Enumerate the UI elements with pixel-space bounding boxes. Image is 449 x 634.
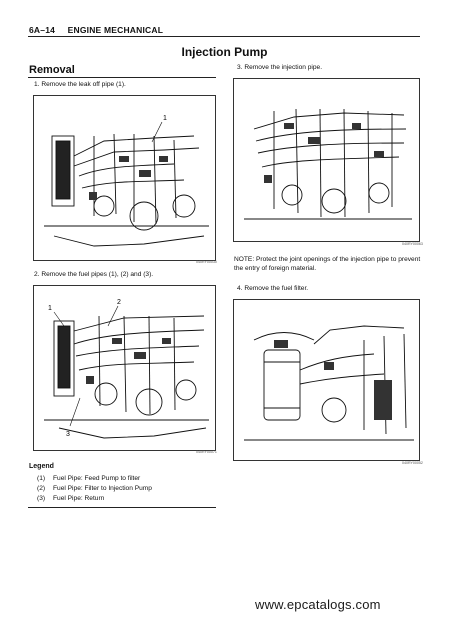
page-header: 6A–14 ENGINE MECHANICAL	[29, 25, 163, 35]
engine-illustration: 1	[44, 115, 209, 247]
legend-item: (1)Fuel Pipe: Feed Pump to filter	[37, 475, 141, 482]
step-2-text: 2. Remove the fuel pipes (1), (2) and (3…	[34, 271, 154, 278]
section-number: 6A–14	[29, 25, 56, 35]
legend-divider	[28, 507, 216, 508]
figure-injection-pipe	[233, 78, 420, 242]
figure-callout-2: 2	[117, 299, 121, 306]
figure-callout-1: 1	[48, 305, 52, 312]
legend-item: (3)Fuel Pipe: Return	[37, 495, 105, 502]
engine-illustration: 1 2 3	[44, 299, 209, 439]
figure-code: 040RY00052	[402, 461, 423, 465]
step-3-text: 3. Remove the injection pipe.	[237, 64, 323, 71]
header-divider	[28, 36, 420, 37]
section-heading-divider	[28, 77, 216, 78]
legend-item: (2)Fuel Pipe: Filter to Injection Pump	[37, 485, 152, 492]
figure-fuel-pipes: 1 2 3	[33, 285, 216, 451]
footer-website-link[interactable]: www.epcatalogs.com	[255, 597, 381, 612]
note-text: NOTE: Protect the joint openings of the …	[234, 256, 421, 272]
page-title: Injection Pump	[181, 45, 268, 59]
figure-leak-off-pipe: 1	[33, 95, 216, 261]
figure-callout-3: 3	[66, 431, 70, 438]
figure-fuel-filter	[233, 299, 420, 461]
figure-code: 040RY00071	[196, 450, 217, 454]
step-1-text: 1. Remove the leak off pipe (1).	[34, 81, 126, 88]
figure-code: 040RY00063	[402, 242, 423, 246]
chapter-title: ENGINE MECHANICAL	[67, 25, 164, 35]
engine-illustration	[244, 108, 412, 220]
section-heading: Removal	[29, 64, 75, 76]
legend-list: (1)Fuel Pipe: Feed Pump to filter (2)Fue…	[37, 474, 152, 504]
step-4-text: 4. Remove the fuel filter.	[237, 285, 309, 292]
engine-illustration	[244, 325, 414, 441]
figure-code: 040RY00030	[196, 260, 217, 264]
figure-callout-1: 1	[163, 115, 167, 122]
legend-title: Legend	[29, 463, 54, 470]
